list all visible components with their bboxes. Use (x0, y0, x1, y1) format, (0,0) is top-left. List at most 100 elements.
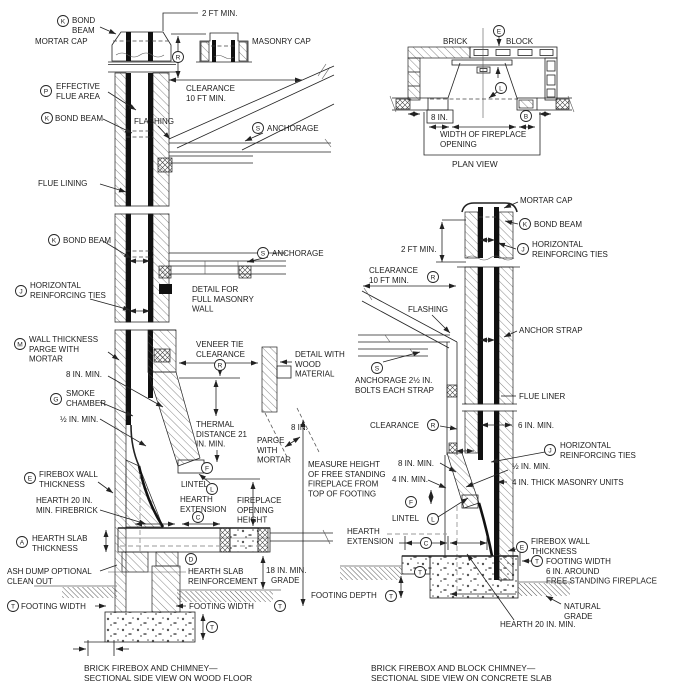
marker-m: M (14, 338, 26, 350)
svg-text:J: J (521, 247, 524, 254)
svg-text:E: E (28, 476, 33, 483)
dim-half-r-label: ½ IN. MIN. (512, 462, 550, 471)
marker-s1: S (252, 122, 264, 134)
marker-rt2: T (385, 590, 397, 602)
marker-p: P (40, 85, 52, 97)
dim-half-label: ½ IN. MIN. (60, 415, 98, 424)
bond-beam-r-label: BOND BEAM (534, 220, 582, 229)
svg-text:J: J (19, 289, 22, 296)
marker-rr2: R (427, 419, 439, 431)
anchor-strap-label: ANCHOR STRAP (519, 326, 583, 335)
svg-text:T: T (210, 625, 214, 632)
marker-e: E (24, 472, 36, 484)
marker-plan-e: E (493, 25, 505, 37)
masonry-cap-detail (196, 32, 252, 63)
masonry-cap-label: MASONRY CAP (252, 37, 311, 46)
svg-text:K: K (52, 238, 57, 245)
left-chimney-cap (108, 31, 176, 73)
marker-l: L (206, 483, 218, 495)
svg-text:R: R (176, 55, 181, 62)
right-labels: MORTAR CAP K BOND BEAM 2 FT MIN. J HORIZ… (311, 196, 657, 683)
lintel-r-label: LINTEL (392, 514, 420, 523)
svg-text:K: K (61, 19, 66, 26)
svg-text:L: L (210, 487, 214, 494)
right-chimney-cap (457, 202, 520, 268)
svg-text:M: M (17, 342, 23, 349)
left-dimensions (73, 12, 320, 656)
marker-rk: K (519, 218, 531, 230)
dim-plan-8in-label: 8 IN. (431, 113, 448, 122)
plan-dimensions (423, 37, 541, 156)
marker-s2: S (257, 247, 269, 259)
brick-label: BRICK (443, 37, 468, 46)
right-chimney-walls (456, 237, 520, 581)
marker-t2: T (274, 600, 286, 612)
plan-view: E BRICK BLOCK L 8 IN. B WIDTH OF FIREPLA… (389, 25, 575, 169)
svg-text:D: D (189, 557, 194, 564)
svg-text:T: T (418, 570, 422, 577)
mortar-cap-r-label: MORTAR CAP (520, 196, 573, 205)
marker-r1: R (172, 51, 184, 63)
footing-width-left-label: FOOTING WIDTH (21, 602, 86, 611)
svg-text:F: F (205, 466, 209, 473)
masonry-units-label: 4 IN. THICK MASONRY UNITS (512, 478, 624, 487)
anchorage1-label: ANCHORAGE (267, 124, 319, 133)
bond-beam3-label: BOND BEAM (63, 236, 111, 245)
flashing-label: FLASHING (134, 117, 174, 126)
dim-6in-label: 6 IN. MIN. (518, 421, 554, 430)
svg-text:S: S (256, 126, 261, 133)
svg-text:R: R (218, 363, 223, 370)
marker-rc: C (420, 537, 432, 549)
mortar-cap-label: MORTAR CAP (35, 37, 88, 46)
marker-rl: L (427, 513, 439, 525)
plan-labels: E BRICK BLOCK L 8 IN. B WIDTH OF FIREPLA… (431, 25, 534, 169)
svg-text:K: K (523, 222, 528, 229)
flashing-r-label: FLASHING (408, 305, 448, 314)
svg-text:T: T (11, 604, 15, 611)
svg-text:E: E (497, 29, 502, 36)
right-caption: BRICK FIREBOX AND BLOCK CHIMNEY—SECTIONA… (371, 663, 552, 683)
marker-f: F (201, 462, 213, 474)
left-grade-footing (34, 585, 281, 643)
marker-plan-l: L (495, 82, 507, 94)
svg-text:T: T (389, 594, 393, 601)
svg-text:C: C (424, 541, 429, 548)
svg-text:P: P (44, 89, 49, 96)
marker-re: E (516, 541, 528, 553)
dim-8in-min-label: 8 IN. MIN. (66, 370, 102, 379)
marker-r2: R (214, 359, 226, 371)
dim-4in-label: 4 IN. MIN. (392, 475, 428, 484)
plan-structure (389, 28, 575, 118)
dim-8in-r-label: 8 IN. MIN. (398, 459, 434, 468)
dim-8in2-label: 8 IN. (291, 423, 308, 432)
svg-text:R: R (431, 275, 436, 282)
svg-text:S: S (375, 366, 380, 373)
marker-plan-b: B (520, 110, 532, 122)
svg-text:B: B (524, 114, 529, 121)
block-label: BLOCK (506, 37, 534, 46)
footing-width-right-label: FOOTING WIDTH (189, 602, 254, 611)
marker-rs: S (371, 362, 383, 374)
footing-depth-label: FOOTING DEPTH (311, 591, 377, 600)
svg-text:E: E (520, 545, 525, 552)
marker-rr1: R (427, 271, 439, 283)
anchorage2-label: ANCHORAGE (272, 249, 324, 258)
